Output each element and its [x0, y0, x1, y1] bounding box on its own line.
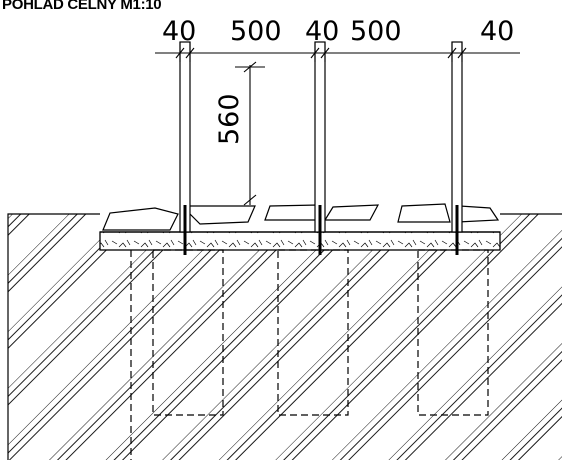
soil-hatching	[7, 213, 562, 460]
dim-label-span-2: 500	[350, 16, 402, 47]
stone-slabs	[100, 203, 500, 233]
dimension-line-top	[155, 42, 520, 62]
drawing-title: POHLAD CELNY M1:10	[2, 0, 162, 13]
dim-label-span-1: 500	[230, 16, 282, 47]
gravel-layer	[99, 231, 501, 251]
post-anchors	[183, 205, 459, 255]
dim-label-post-3: 40	[480, 16, 514, 47]
dim-label-height: 560	[214, 93, 245, 145]
dimension-line-vertical	[235, 61, 265, 206]
dim-label-post-1: 40	[162, 16, 196, 47]
foundations	[130, 249, 489, 460]
dim-label-post-2: 40	[305, 16, 339, 47]
